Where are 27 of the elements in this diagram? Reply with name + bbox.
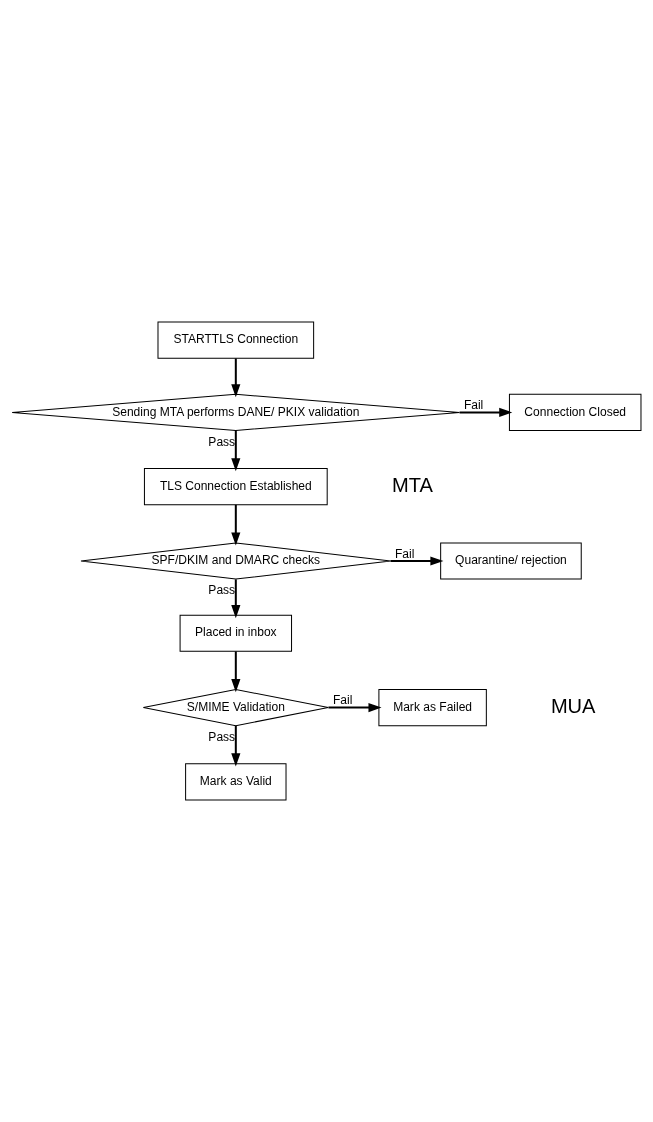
arrow xyxy=(231,430,241,472)
arrow xyxy=(231,504,241,546)
node-box: Mark as Valid xyxy=(185,763,287,801)
node-diamond: Sending MTA performs DANE/ PKIX validation xyxy=(11,393,460,431)
node-box: STARTTLS Connection xyxy=(157,321,315,359)
node-box: Placed in inbox xyxy=(179,614,293,652)
arrow xyxy=(328,703,382,713)
label: MTA xyxy=(392,473,433,496)
node-box: Connection Closed xyxy=(508,393,642,431)
arrow xyxy=(390,556,444,566)
label: MUA xyxy=(550,694,596,717)
arrow xyxy=(231,725,241,767)
node-diamond: SPF/DKIM and DMARC checks xyxy=(80,542,392,580)
node-box: Mark as Failed xyxy=(378,689,487,727)
edge-label: Fail xyxy=(395,546,415,561)
arrow xyxy=(459,407,513,417)
node-diamond: S/MIME Validation xyxy=(142,689,329,727)
arrow xyxy=(231,651,241,693)
edge-label: Pass xyxy=(208,730,236,745)
edge-label: Fail xyxy=(463,397,484,412)
arrow xyxy=(231,358,241,398)
edge-label: Pass xyxy=(208,435,236,450)
node-box: Quarantine/ rejection xyxy=(440,542,582,580)
edge-label: Fail xyxy=(332,693,353,708)
node-box: TLS Connection Established xyxy=(143,468,328,506)
edge-label: Pass xyxy=(208,582,236,597)
arrow xyxy=(231,579,241,619)
